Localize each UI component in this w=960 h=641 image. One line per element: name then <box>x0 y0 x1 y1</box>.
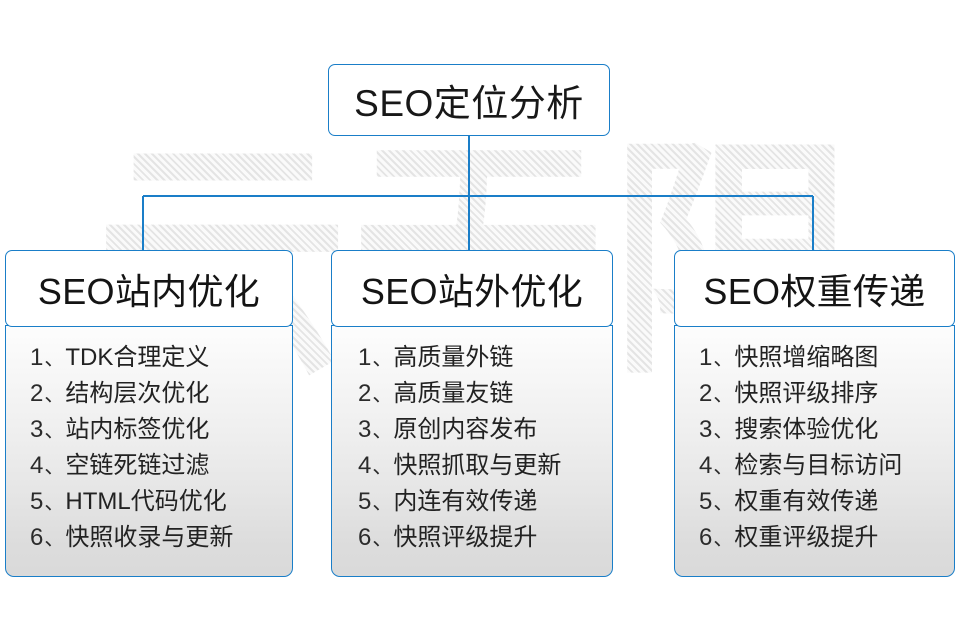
column-header-2[interactable]: SEO权重传递 <box>674 250 955 327</box>
branch-column-seo-weight: SEO权重传递 1 、 快照增缩略图 2 、 快照评级排序 3 、 搜索体验优化… <box>674 250 955 577</box>
list-item-label: 权重有效传递 <box>734 488 879 515</box>
column-list-0: 1 、 TDK合理定义 2 、 结构层次优化 3 、 站内标签优化 4 、 空链… <box>5 325 293 577</box>
list-item[interactable]: 2 、 快照评级排序 <box>675 382 954 418</box>
list-item[interactable]: 6 、 权重评级提升 <box>675 526 954 562</box>
column-header-title-2: SEO权重传递 <box>703 270 926 312</box>
list-item[interactable]: 6 、 快照收录与更新 <box>6 526 292 562</box>
list-item-number: 2 <box>30 380 44 407</box>
list-item-number: 6 <box>358 524 372 551</box>
list-item-number: 1 <box>30 344 44 371</box>
branch-column-seo-offsite: SEO站外优化 1 、 高质量外链 2 、 高质量友链 3 、 原创内容发布 4… <box>331 250 613 577</box>
column-list-1: 1 、 高质量外链 2 、 高质量友链 3 、 原创内容发布 4 、 快照抓取与… <box>331 325 613 577</box>
list-item-label: 快照收录与更新 <box>65 524 234 551</box>
list-item-separator: 、 <box>713 348 734 370</box>
list-item-number: 2 <box>699 380 713 407</box>
list-item-number: 4 <box>358 452 372 479</box>
list-item-number: 6 <box>30 524 44 551</box>
list-item-separator: 、 <box>44 348 65 370</box>
list-item[interactable]: 1 、 TDK合理定义 <box>6 346 292 382</box>
list-item-separator: 、 <box>372 420 393 442</box>
branch-column-seo-onsite: SEO站内优化 1 、 TDK合理定义 2 、 结构层次优化 3 、 站内标签优… <box>5 250 293 577</box>
root-node[interactable]: SEO定位分析 <box>328 64 610 136</box>
column-header-1[interactable]: SEO站外优化 <box>331 250 613 327</box>
list-item[interactable]: 6 、 快照评级提升 <box>332 526 612 562</box>
list-item-number: 4 <box>699 452 713 479</box>
list-item-separator: 、 <box>372 528 393 550</box>
list-item-label: 权重评级提升 <box>734 524 879 551</box>
list-item-label: HTML代码优化 <box>65 488 227 515</box>
list-item-label: 内连有效传递 <box>393 488 538 515</box>
list-item-label: 快照抓取与更新 <box>393 452 562 479</box>
list-item-label: 高质量外链 <box>393 344 514 371</box>
list-item[interactable]: 5 、 权重有效传递 <box>675 490 954 526</box>
list-item-separator: 、 <box>372 456 393 478</box>
list-item[interactable]: 3 、 搜索体验优化 <box>675 418 954 454</box>
list-item[interactable]: 5 、 内连有效传递 <box>332 490 612 526</box>
list-item-label: 快照评级排序 <box>734 380 879 407</box>
list-item-number: 5 <box>30 488 44 515</box>
list-item-separator: 、 <box>713 420 734 442</box>
list-item-label: 快照增缩略图 <box>734 344 879 371</box>
list-item-separator: 、 <box>372 348 393 370</box>
list-item[interactable]: 4 、 检索与目标访问 <box>675 454 954 490</box>
list-item[interactable]: 2 、 结构层次优化 <box>6 382 292 418</box>
list-item-number: 3 <box>699 416 713 443</box>
list-item-separator: 、 <box>44 456 65 478</box>
list-item-label: 搜索体验优化 <box>734 416 879 443</box>
list-item-separator: 、 <box>713 492 734 514</box>
list-item-label: 检索与目标访问 <box>734 452 903 479</box>
list-item-label: 站内标签优化 <box>65 416 210 443</box>
list-item-separator: 、 <box>713 456 734 478</box>
list-item-separator: 、 <box>372 492 393 514</box>
list-item-label: TDK合理定义 <box>65 344 210 371</box>
list-item[interactable]: 5 、 HTML代码优化 <box>6 490 292 526</box>
list-item-number: 4 <box>30 452 44 479</box>
column-list-2: 1 、 快照增缩略图 2 、 快照评级排序 3 、 搜索体验优化 4 、 检索与… <box>674 325 955 577</box>
root-node-title: SEO定位分析 <box>354 83 584 124</box>
list-item-separator: 、 <box>713 384 734 406</box>
column-header-0[interactable]: SEO站内优化 <box>5 250 293 327</box>
list-item-label: 原创内容发布 <box>393 416 538 443</box>
list-item-number: 3 <box>30 416 44 443</box>
list-item[interactable]: 4 、 快照抓取与更新 <box>332 454 612 490</box>
list-item-separator: 、 <box>44 420 65 442</box>
list-item-separator: 、 <box>372 384 393 406</box>
list-item-number: 6 <box>699 524 713 551</box>
list-item[interactable]: 1 、 高质量外链 <box>332 346 612 382</box>
column-header-title-0: SEO站内优化 <box>37 270 261 312</box>
column-header-title-1: SEO站外优化 <box>360 270 584 312</box>
list-item-number: 5 <box>699 488 713 515</box>
list-item-label: 空链死链过滤 <box>65 452 210 479</box>
list-item-separator: 、 <box>44 528 65 550</box>
list-item-number: 1 <box>699 344 713 371</box>
list-item[interactable]: 2 、 高质量友链 <box>332 382 612 418</box>
list-item-number: 3 <box>358 416 372 443</box>
list-item-label: 快照评级提升 <box>393 524 538 551</box>
list-item[interactable]: 3 、 站内标签优化 <box>6 418 292 454</box>
list-item-number: 2 <box>358 380 372 407</box>
list-item[interactable]: 3 、 原创内容发布 <box>332 418 612 454</box>
list-item-separator: 、 <box>44 384 65 406</box>
list-item-separator: 、 <box>44 492 65 514</box>
list-item-number: 1 <box>358 344 372 371</box>
list-item-label: 结构层次优化 <box>65 380 210 407</box>
list-item[interactable]: 4 、 空链死链过滤 <box>6 454 292 490</box>
list-item[interactable]: 1 、 快照增缩略图 <box>675 346 954 382</box>
list-item-number: 5 <box>358 488 372 515</box>
list-item-separator: 、 <box>713 528 734 550</box>
list-item-label: 高质量友链 <box>393 380 514 407</box>
